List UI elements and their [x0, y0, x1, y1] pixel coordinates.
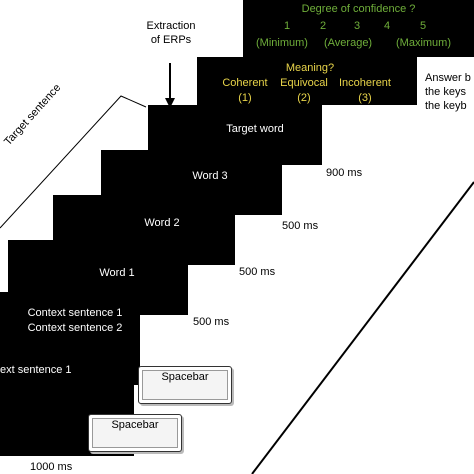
- confidence-number-3: 3: [354, 20, 361, 32]
- confidence-anchor-maximum: (Maximum): [396, 37, 451, 49]
- confidence-number-1: 1: [284, 20, 291, 32]
- extraction-arrow-head: [165, 98, 175, 108]
- meaning-code-3: (3): [358, 92, 372, 104]
- confidence-number-5: 5: [420, 20, 427, 32]
- meaning-title: Meaning?: [285, 62, 335, 74]
- spacebar-key-lower-label: Spacebar: [111, 419, 159, 431]
- extraction-label-line2: of ERPs: [150, 34, 192, 46]
- duration-word2: 500 ms: [239, 266, 276, 278]
- word1-label: Word 1: [99, 267, 135, 279]
- confidence-screen: [243, 0, 474, 57]
- answer-note-line2: the keys: [425, 86, 466, 98]
- confidence-title: Degree of confidence ?: [301, 3, 416, 15]
- meaning-option-coherent: Coherent: [222, 77, 268, 89]
- duration-context: 1000 ms: [30, 461, 73, 473]
- answer-note-line3: the keyb: [425, 100, 467, 112]
- meaning-option-equivocal: Equivocal: [280, 77, 328, 89]
- word3-label: Word 3: [192, 170, 228, 182]
- meaning-code-2: (2): [297, 92, 311, 104]
- target-word-label: Target word: [226, 123, 284, 135]
- word2-label: Word 2: [144, 217, 180, 229]
- spacebar-key-upper-label: Spacebar: [161, 371, 209, 383]
- answer-note-line1: Answer b: [425, 72, 471, 84]
- context-sentence-2-label: Context sentence 2: [27, 322, 123, 334]
- meaning-option-incoherent: Incoherent: [339, 77, 391, 89]
- extraction-label-line1: Extraction: [146, 20, 196, 32]
- duration-word3: 500 ms: [282, 220, 319, 232]
- meaning-code-1: (1): [238, 92, 252, 104]
- duration-word1: 500 ms: [193, 316, 230, 328]
- meaning-screen: [197, 57, 417, 105]
- duration-target-word: 900 ms: [326, 167, 363, 179]
- context-sentence-1-label: Context sentence 1: [27, 307, 123, 319]
- diagonal-line: [251, 181, 474, 474]
- spacebar-key-lower: Spacebar: [88, 414, 182, 452]
- spacebar-key-upper: Spacebar: [138, 366, 232, 404]
- context-sentence-partial-label: ext sentence 1: [0, 364, 72, 376]
- target-sentence-bracket: [0, 95, 147, 229]
- confidence-number-4: 4: [384, 20, 391, 32]
- confidence-anchor-minimum: (Minimum): [256, 37, 308, 49]
- confidence-number-2: 2: [320, 20, 327, 32]
- confidence-anchor-average: (Average): [324, 37, 373, 49]
